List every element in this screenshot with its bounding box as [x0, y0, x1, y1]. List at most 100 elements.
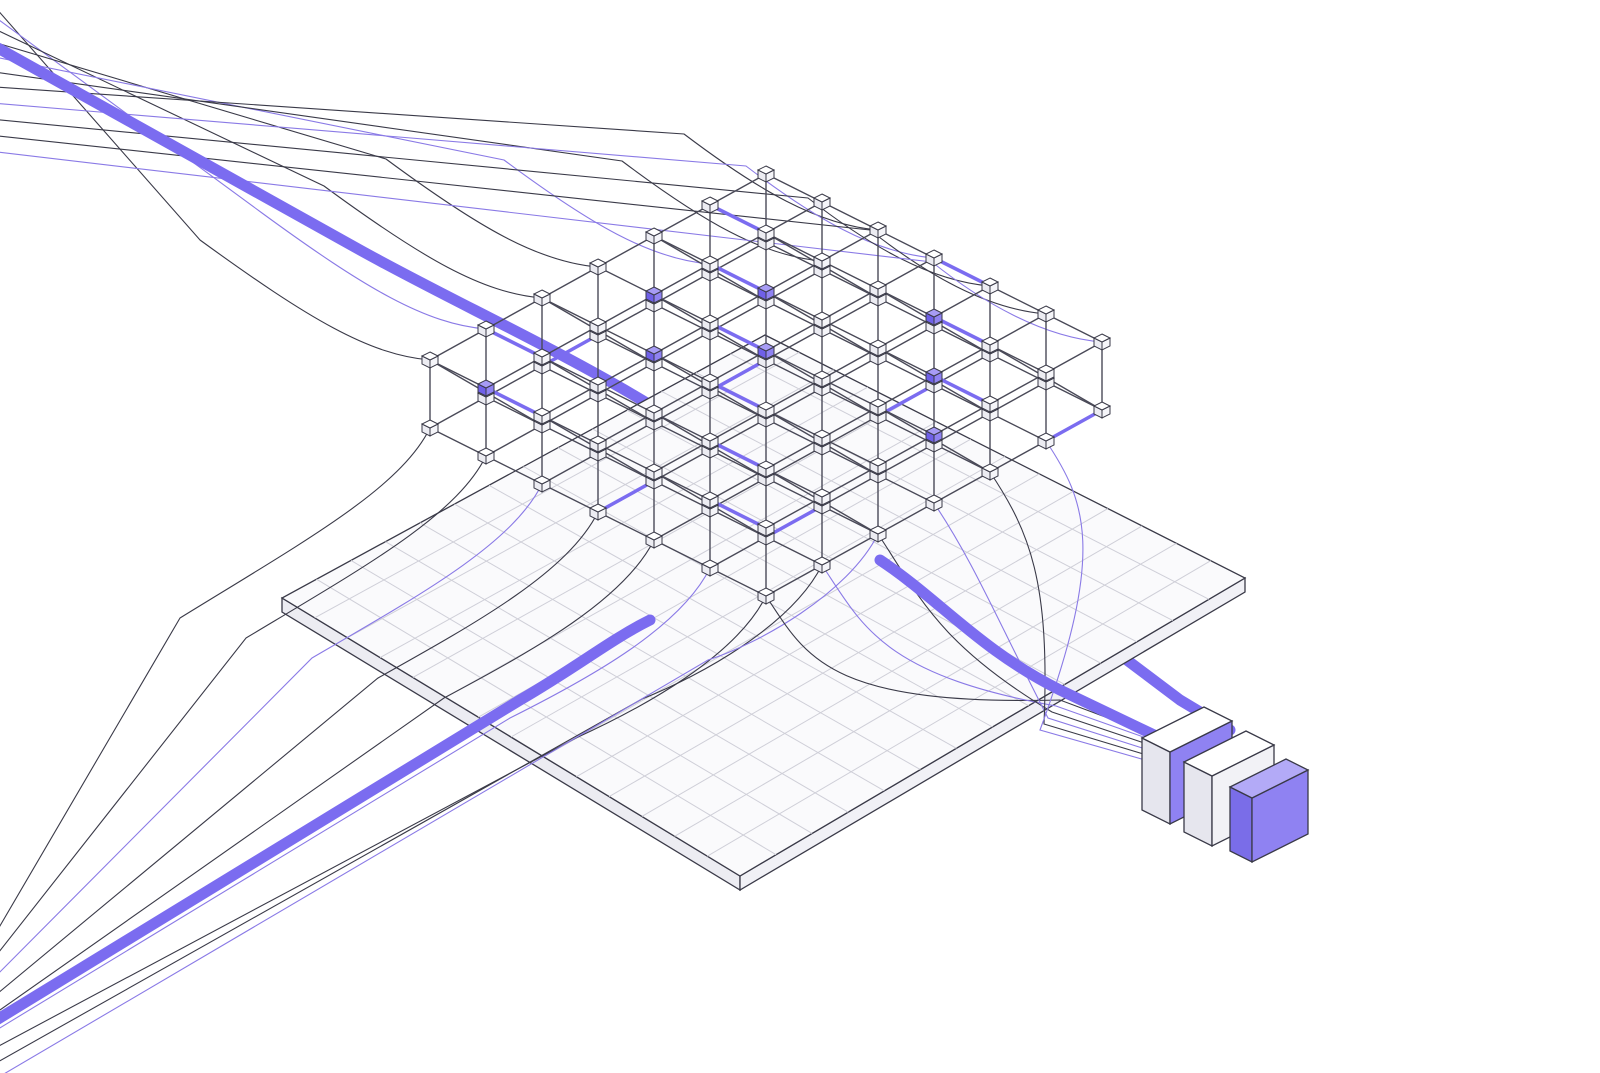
lattice-edge [821, 260, 879, 290]
node-cube-icon [812, 488, 832, 506]
lattice-edge [541, 325, 599, 358]
lattice-edge [597, 353, 655, 386]
lattice-edge [821, 437, 879, 467]
cube-face [868, 398, 888, 408]
cube-face [700, 491, 720, 501]
cube-face [420, 419, 440, 429]
cube-face [756, 460, 776, 470]
lattice-edge [1045, 381, 1103, 411]
lattice-edge [709, 508, 767, 538]
node-cube-icon [700, 373, 720, 391]
lattice-edge [765, 387, 823, 420]
lattice-edge [821, 356, 879, 389]
lattice-edge [877, 383, 935, 418]
lattice-edge [989, 353, 1047, 383]
cube-face [756, 587, 776, 597]
node-cube-icon [812, 556, 832, 574]
node-cube-icon [756, 283, 776, 301]
lattice-edge [485, 327, 543, 359]
lattice-edge [877, 375, 935, 408]
lattice-edge [1045, 408, 1103, 443]
node-cube-icon [812, 311, 832, 329]
lattice-edge [765, 173, 823, 203]
lattice-edge [989, 412, 1047, 442]
lattice-edge [821, 446, 879, 476]
lattice-edge [653, 390, 711, 423]
module-face [1141, 736, 1171, 826]
cube-face [644, 404, 664, 414]
node-cube-icon [756, 460, 776, 478]
node-cube-icon [812, 429, 832, 447]
cube-face [532, 348, 552, 358]
lattice-edge [709, 449, 767, 479]
lattice-edge [877, 356, 935, 386]
cube-face [924, 367, 944, 377]
lattice-edge [765, 300, 823, 330]
node-cube-icon [700, 432, 720, 450]
lattice-edge [597, 393, 655, 423]
node-cube-icon [924, 249, 944, 267]
lattice-edge [709, 321, 767, 353]
lower-lead-line [4, 533, 879, 1073]
cube-face [700, 196, 720, 206]
lattice-edge [877, 316, 935, 349]
lattice-edge [877, 229, 935, 259]
lattice-edge [709, 468, 767, 501]
node-cube-icon [980, 395, 1000, 413]
output-module-icon [1140, 706, 1310, 864]
cube-face [1036, 432, 1056, 442]
node-cube-icon [532, 289, 552, 307]
node-cube-icon [532, 475, 552, 493]
cube-face [980, 277, 1000, 287]
lattice-edge [765, 477, 823, 507]
plate-grid-line [641, 525, 1143, 817]
node-cube-icon [812, 370, 832, 388]
node-cube-icon [756, 165, 776, 183]
cube-face [868, 457, 888, 467]
cube-face [532, 289, 552, 299]
lattice-edge [597, 384, 655, 414]
lattice-edge [765, 201, 823, 234]
lattice-edge [653, 362, 711, 392]
upper-lead-line [0, 135, 1047, 315]
lower-lead-line [0, 483, 543, 973]
lattice-edge [821, 533, 879, 566]
module-face [1140, 706, 1234, 753]
lattice-edge [597, 511, 655, 541]
node-cube-icon [700, 491, 720, 509]
plate-grid-line [385, 541, 849, 813]
lower-lead-line [0, 564, 823, 1062]
lattice-edge [541, 424, 599, 454]
lattice-edge [765, 378, 823, 411]
lattice-edge [877, 434, 935, 467]
cube-face [644, 531, 664, 541]
lattice-edge [485, 424, 543, 457]
lower-lead-line [0, 455, 487, 952]
node-cube-icon [756, 224, 776, 242]
plate-grid-line [419, 522, 885, 792]
cube-face [588, 503, 608, 513]
plate-grid-line [454, 503, 921, 771]
cube-face [924, 308, 944, 318]
lattice-edge [821, 505, 879, 535]
lattice-edge [653, 303, 711, 333]
cube-face [756, 283, 776, 293]
cube-face [924, 426, 944, 436]
node-cube-icon [700, 314, 720, 332]
cube-face [756, 165, 776, 175]
lattice-edge [541, 365, 599, 395]
lattice-edge [877, 325, 935, 358]
output-lead-line [821, 564, 1181, 751]
node-cube-icon [476, 379, 496, 397]
lattice-edge [765, 260, 823, 293]
node-cube-icon [700, 196, 720, 214]
output-lead-line [765, 595, 1181, 746]
lattice-edge [933, 325, 991, 355]
cube-face [812, 193, 832, 203]
node-cube-icon [980, 336, 1000, 354]
lattice-edge [597, 294, 655, 327]
lattice-edge [653, 331, 711, 364]
node-cube-icon [868, 280, 888, 298]
cube-face [644, 463, 664, 473]
module-face [1182, 730, 1276, 777]
